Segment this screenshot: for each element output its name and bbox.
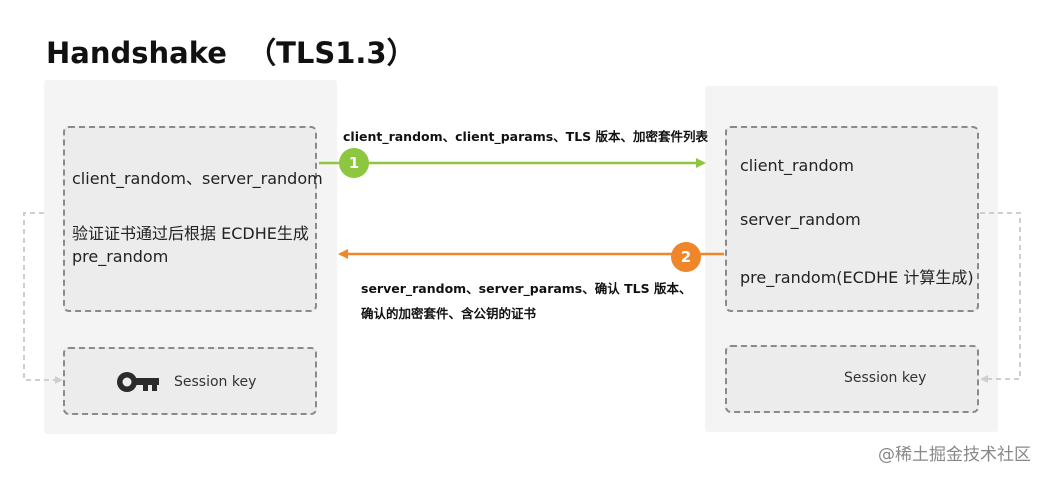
step1-badge: 1	[339, 148, 369, 178]
server-session-key-label: Session key	[844, 370, 927, 386]
client-verify-text: 验证证书通过后根据 ECDHE生成	[72, 224, 309, 243]
step1-message-text: client_random、client_params、TLS 版本、加密套件列…	[343, 129, 709, 144]
server-state-box	[725, 126, 979, 312]
server-derive-loop	[980, 212, 1021, 383]
diagram-title: Handshake （TLS1.3）	[46, 36, 416, 70]
client-session-key-label: Session key	[174, 374, 257, 390]
server-client-random-text: client_random	[740, 156, 854, 175]
client-pre-random-text: pre_random	[72, 247, 169, 266]
client-derive-loop	[23, 212, 63, 384]
client-session-key-box	[63, 347, 317, 415]
step2-message-line2: 确认的加密套件、含公钥的证书	[361, 306, 537, 321]
step2-badge: 2	[671, 242, 701, 272]
client-state-box	[63, 126, 317, 312]
watermark: @稀土掘金技术社区	[878, 445, 1031, 465]
client-randoms-text: client_random、server_random	[72, 169, 323, 188]
step2-message-line1: server_random、server_params、确认 TLS 版本、	[361, 281, 692, 296]
server-pre-random-text: pre_random(ECDHE 计算生成)	[740, 268, 974, 287]
server-server-random-text: server_random	[740, 210, 861, 229]
server-session-key-box	[725, 345, 979, 413]
